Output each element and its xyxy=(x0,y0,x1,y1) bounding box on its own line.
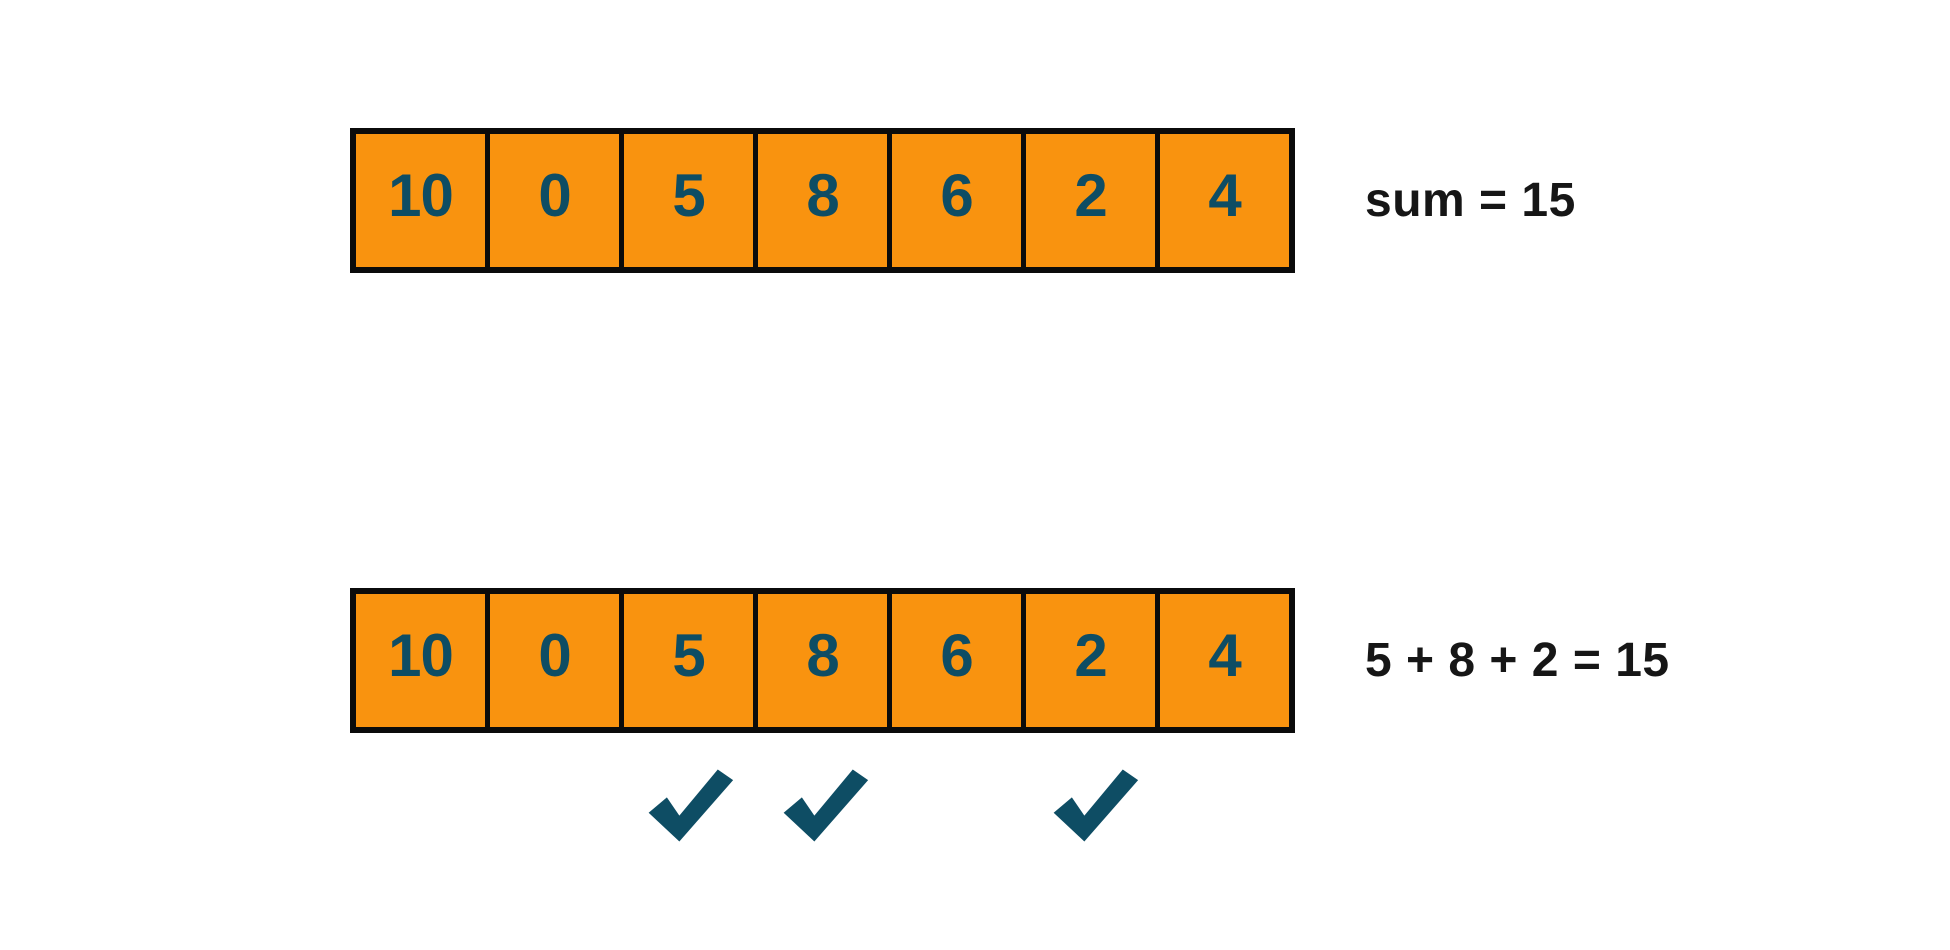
cell-value: 5 xyxy=(672,161,705,229)
array-bottom: 10 0 5 8 6 2 4 xyxy=(350,588,1295,733)
array-cell: 0 xyxy=(485,134,619,267)
array-cell: 6 xyxy=(887,134,1021,267)
array-cell: 4 xyxy=(1155,134,1289,267)
check-slot xyxy=(890,768,1025,844)
array-cell: 8 xyxy=(753,134,887,267)
cell-value: 6 xyxy=(940,161,973,229)
check-slot xyxy=(1025,768,1160,844)
array-cell: 10 xyxy=(356,134,485,267)
array-cell: 5 xyxy=(619,134,753,267)
array-cell: 2 xyxy=(1021,134,1155,267)
cell-value: 5 xyxy=(672,621,705,689)
cell-value: 4 xyxy=(1208,621,1241,689)
cell-value: 2 xyxy=(1074,161,1107,229)
cell-value: 2 xyxy=(1074,621,1107,689)
checkmark-icon xyxy=(1053,769,1138,842)
array-cell: 0 xyxy=(485,594,619,727)
array-cell: 2 xyxy=(1021,594,1155,727)
cell-value: 10 xyxy=(388,621,454,689)
cell-value: 0 xyxy=(538,161,571,229)
array-top: 10 0 5 8 6 2 4 xyxy=(350,128,1295,273)
check-slot xyxy=(350,768,485,844)
equation-label: 5 + 8 + 2 = 15 xyxy=(1365,634,1670,687)
cell-value: 10 xyxy=(388,161,454,229)
array-row-total: 10 0 5 8 6 2 4 sum = 15 xyxy=(350,128,1576,273)
cell-value: 4 xyxy=(1208,161,1241,229)
array-cell: 4 xyxy=(1155,594,1289,727)
array-cell: 8 xyxy=(753,594,887,727)
cell-value: 8 xyxy=(806,161,839,229)
check-slot xyxy=(485,768,620,844)
check-slot xyxy=(620,768,755,844)
check-row xyxy=(350,768,1295,844)
checkmark-icon xyxy=(648,769,733,842)
cell-value: 0 xyxy=(538,621,571,689)
array-cell: 6 xyxy=(887,594,1021,727)
check-slot xyxy=(1160,768,1295,844)
cell-value: 8 xyxy=(806,621,839,689)
cell-value: 6 xyxy=(940,621,973,689)
array-cell: 5 xyxy=(619,594,753,727)
check-slot xyxy=(755,768,890,844)
array-row-selection: 10 0 5 8 6 2 4 5 + 8 + 2 = 15 xyxy=(350,588,1670,733)
array-cell: 10 xyxy=(356,594,485,727)
sum-label: sum = 15 xyxy=(1365,174,1576,227)
checkmark-icon xyxy=(783,769,868,842)
